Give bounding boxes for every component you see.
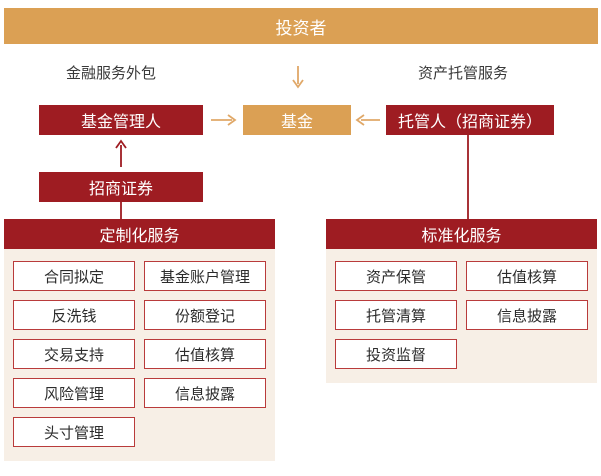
- fund-manager-box: 基金管理人: [39, 105, 203, 135]
- fund-box: 基金: [243, 105, 351, 135]
- custom-item-information-disclosure: 信息披露: [144, 378, 266, 408]
- custom-item-valuation-accounting: 估值核算: [144, 339, 266, 369]
- cms-label: 招商证券: [88, 179, 153, 198]
- standard-item-asset-safekeeping: 资产保管: [335, 261, 457, 291]
- standard-services-panel: 标准化服务 资产保管 估值核算 托管清算 信息披露 投资监督: [326, 219, 597, 383]
- custom-services-panel: 定制化服务 合同拟定 基金账户管理 反洗钱 份额登记 交易支持 估值核算 风险管…: [4, 219, 275, 461]
- custom-item-position-management: 头寸管理: [13, 417, 135, 447]
- custodian-box: 托管人（招商证券）: [386, 105, 554, 135]
- arrow-manager-to-fund: [211, 114, 237, 126]
- investor-label: 投资者: [275, 18, 327, 39]
- custodian-label: 托管人（招商证券）: [397, 112, 542, 131]
- standard-services-title: 标准化服务: [421, 226, 502, 245]
- custom-item-share-registration: 份额登记: [144, 300, 266, 330]
- standard-item-investment-supervision: 投资监督: [335, 339, 457, 369]
- cms-box: 招商证券: [39, 172, 203, 202]
- arrow-investor-to-fund: [292, 66, 304, 89]
- caption-financial-outsourcing: 金融服务外包: [66, 64, 157, 82]
- standard-item-custody-settlement: 托管清算: [335, 300, 457, 330]
- arrow-custodian-to-fund: [355, 114, 380, 126]
- custom-services-title: 定制化服务: [99, 226, 180, 245]
- investor-bar: 投资者: [4, 8, 598, 44]
- custom-item-trading-support: 交易支持: [13, 339, 135, 369]
- custom-item-anti-money-laundering: 反洗钱: [13, 300, 135, 330]
- custom-item-fund-account-management: 基金账户管理: [144, 261, 266, 291]
- standard-services-header: 标准化服务: [326, 219, 597, 249]
- standard-item-valuation-accounting: 估值核算: [466, 261, 588, 291]
- standard-item-information-disclosure: 信息披露: [466, 300, 588, 330]
- fund-label: 基金: [280, 112, 313, 131]
- caption-asset-custody: 资产托管服务: [418, 64, 509, 82]
- custom-item-risk-management: 风险管理: [13, 378, 135, 408]
- fund-manager-label: 基金管理人: [80, 112, 161, 131]
- custom-item-contract-drafting: 合同拟定: [13, 261, 135, 291]
- custom-services-header: 定制化服务: [4, 219, 275, 249]
- arrow-cms-to-manager: [115, 139, 127, 167]
